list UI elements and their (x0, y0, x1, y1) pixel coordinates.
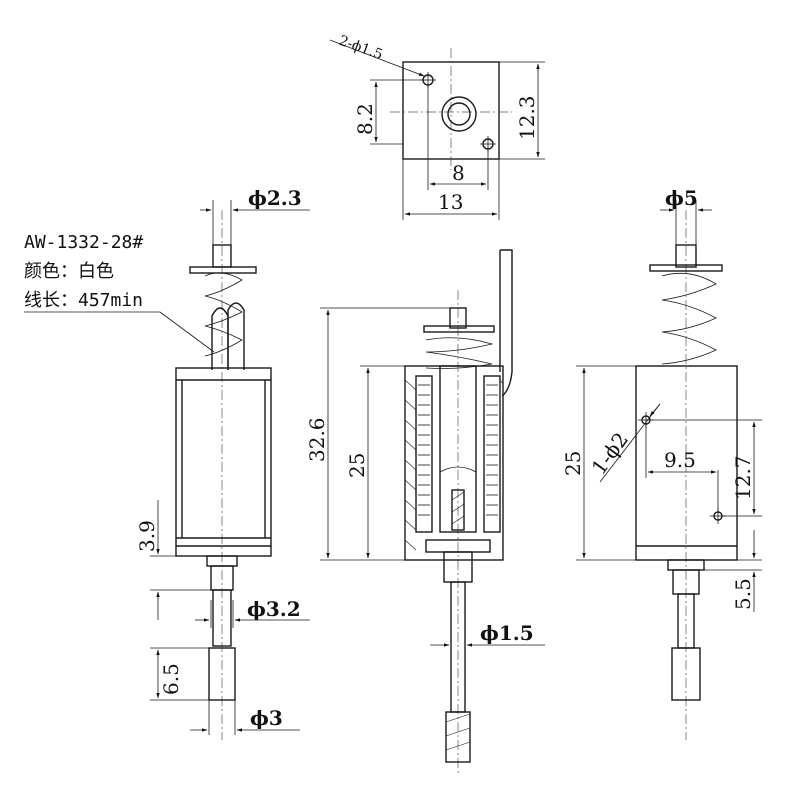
dim-32-6: 32.6 (305, 417, 329, 462)
color-note: 颜色：白色 (24, 261, 114, 282)
left-view: ϕ2.3 3.9 ϕ3.2 6.5 ϕ3 (135, 186, 310, 740)
dim-phi-5: ϕ5 (665, 186, 698, 210)
solenoid-body (175, 367, 272, 557)
dim-13: 13 (438, 190, 463, 214)
dim-5-5: 5.5 (731, 578, 755, 610)
top-view: 2-ϕ1.5 8.2 12.3 8 13 (329, 33, 545, 220)
dim-12-3: 12.3 (515, 95, 539, 140)
dim-8: 8 (452, 161, 465, 185)
section-view: 32.6 25 ϕ1.5 (305, 249, 545, 775)
notes: AW-1332-28# 颜色：白色 线长：457min (24, 232, 215, 353)
dim-3-9: 3.9 (135, 520, 159, 552)
center-bore (441, 96, 477, 132)
dim-phi-1-5: ϕ1.5 (480, 621, 534, 645)
right-view: 1-ϕ2 ϕ5 25 9.5 12.7 5.5 (561, 186, 762, 740)
dim-8-2: 8.2 (353, 103, 377, 135)
coil-hatch-right (486, 379, 504, 516)
dim-phi-2-3: ϕ2.3 (248, 186, 302, 210)
holes-label: 2-ϕ1.5 (337, 33, 385, 64)
dim-phi-3: ϕ3 (250, 706, 283, 730)
dim-6-5: 6.5 (159, 663, 183, 695)
dim-25-section: 25 (345, 453, 369, 478)
dim-hole-spec: 1-ϕ2 (587, 428, 633, 479)
model-number: AW-1332-28# (24, 232, 143, 253)
dim-phi-3-2: ϕ3.2 (247, 597, 301, 621)
dim-12-7: 12.7 (731, 455, 755, 500)
coil-hatch-left (404, 379, 430, 551)
dim-25-side: 25 (561, 451, 585, 476)
dim-9-5: 9.5 (664, 448, 696, 472)
wire-length-note: 线长：457min (24, 290, 143, 311)
